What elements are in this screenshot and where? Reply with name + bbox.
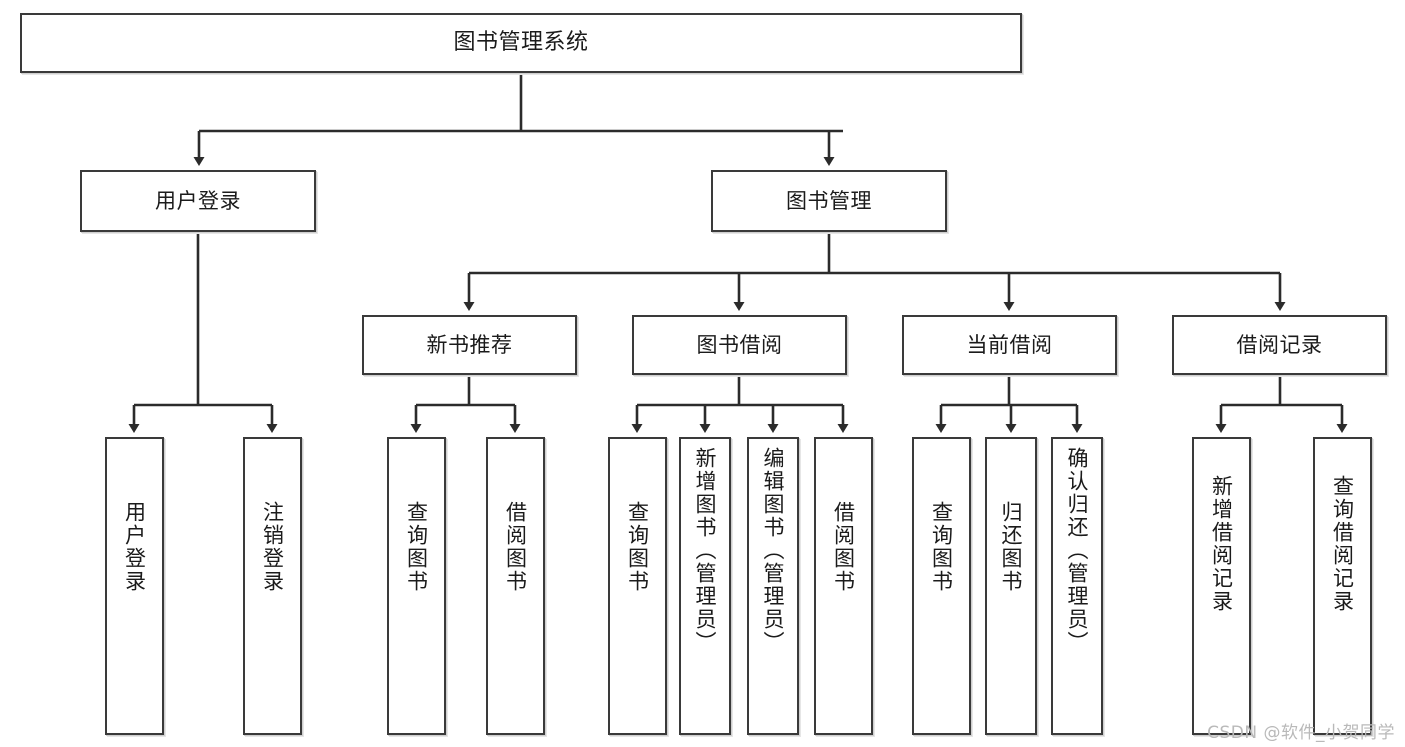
- node-user-login[interactable]: 用户登录: [80, 170, 316, 232]
- node-leaf-rec-query-book[interactable]: 查询图书: [387, 437, 446, 735]
- node-leaf-cb-query-book[interactable]: 查询图书: [912, 437, 971, 735]
- node-leaf-rec-query-book-label: 查询图书: [404, 501, 429, 593]
- node-root[interactable]: 图书管理系统: [20, 13, 1022, 73]
- node-book-borrow[interactable]: 图书借阅: [632, 315, 847, 375]
- node-leaf-rec-borrow-book[interactable]: 借阅图书: [486, 437, 545, 735]
- node-leaf-bb-add-book-label: 新增图书（管理员）: [693, 447, 718, 654]
- node-leaf-bb-edit-book-label: 编辑图书（管理员）: [761, 447, 786, 654]
- node-user-login-label: 用户登录: [155, 188, 241, 213]
- node-leaf-bb-edit-book[interactable]: 编辑图书（管理员）: [747, 437, 799, 735]
- node-leaf-cb-query-book-label: 查询图书: [929, 501, 954, 593]
- node-leaf-br-query-record-label: 查询借阅记录: [1330, 475, 1355, 613]
- csdn-watermark: CSDN @软件_小贺同学: [1207, 723, 1395, 743]
- node-leaf-cb-return-book[interactable]: 归还图书: [985, 437, 1037, 735]
- node-book-manage-label: 图书管理: [786, 188, 872, 213]
- node-new-book-rec-label: 新书推荐: [426, 332, 513, 357]
- node-leaf-user-logout-label: 注销登录: [260, 501, 285, 593]
- node-leaf-cb-confirm-return-label: 确认归还（管理员）: [1065, 447, 1090, 654]
- node-leaf-bb-query-book[interactable]: 查询图书: [608, 437, 667, 735]
- node-new-book-rec[interactable]: 新书推荐: [362, 315, 577, 375]
- node-leaf-bb-borrow-book-label: 借阅图书: [831, 501, 856, 593]
- node-leaf-user-login[interactable]: 用户登录: [105, 437, 164, 735]
- node-leaf-bb-borrow-book[interactable]: 借阅图书: [814, 437, 873, 735]
- node-leaf-user-login-label: 用户登录: [122, 501, 147, 593]
- node-leaf-br-query-record[interactable]: 查询借阅记录: [1313, 437, 1372, 735]
- node-leaf-bb-query-book-label: 查询图书: [625, 501, 650, 593]
- node-leaf-br-add-record[interactable]: 新增借阅记录: [1192, 437, 1251, 735]
- node-borrow-record[interactable]: 借阅记录: [1172, 315, 1387, 375]
- node-current-borrow-label: 当前借阅: [966, 332, 1053, 357]
- node-leaf-br-add-record-label: 新增借阅记录: [1209, 475, 1234, 613]
- node-root-label: 图书管理系统: [453, 30, 589, 56]
- node-leaf-rec-borrow-book-label: 借阅图书: [503, 501, 528, 593]
- node-leaf-bb-add-book[interactable]: 新增图书（管理员）: [679, 437, 731, 735]
- node-leaf-cb-return-book-label: 归还图书: [999, 501, 1024, 593]
- node-leaf-cb-confirm-return[interactable]: 确认归还（管理员）: [1051, 437, 1103, 735]
- node-book-manage[interactable]: 图书管理: [711, 170, 947, 232]
- node-leaf-user-logout[interactable]: 注销登录: [243, 437, 302, 735]
- node-book-borrow-label: 图书借阅: [696, 332, 783, 357]
- node-current-borrow[interactable]: 当前借阅: [902, 315, 1117, 375]
- node-borrow-record-label: 借阅记录: [1236, 332, 1323, 357]
